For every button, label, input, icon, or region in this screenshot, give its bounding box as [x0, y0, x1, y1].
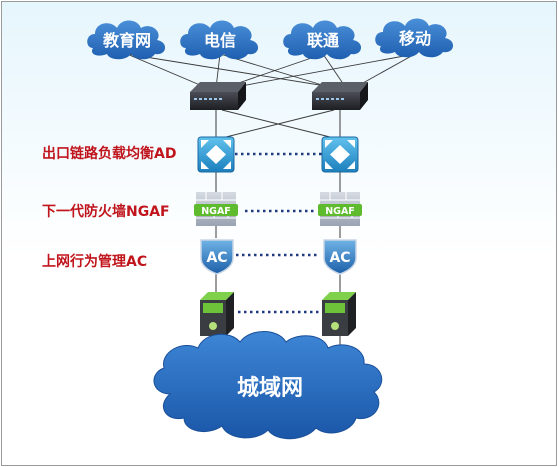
access-controller-badge-right: AC — [329, 250, 350, 266]
metro-network-label: 城域网 — [237, 375, 303, 401]
isp-cloud-4: 移动 — [375, 18, 454, 58]
isp-label-1: 教育网 — [103, 31, 151, 50]
isp-label-3: 联通 — [307, 31, 339, 50]
isp-label-2: 电信 — [204, 31, 236, 50]
access-controller-icon-right: AC — [323, 239, 357, 275]
isp-cloud-3: 联通 — [283, 20, 362, 60]
firewall-icon-left: NGAF — [194, 192, 238, 226]
switch-icon-left — [200, 292, 234, 336]
router-links — [215, 109, 341, 139]
load-balancer-icon-left — [197, 136, 235, 173]
access-controller-badge-left: AC — [206, 250, 227, 266]
isp-label-4: 移动 — [399, 29, 431, 48]
router-icon-left — [190, 82, 246, 110]
ha-links — [235, 152, 322, 314]
access-controller-icon-left: AC — [200, 239, 234, 275]
metro-network-cloud: 城域网 — [153, 331, 383, 440]
firewall-icon-right: NGAF — [318, 192, 362, 226]
isp-cloud-2: 电信 — [180, 20, 259, 60]
firewall-badge-left: NGAF — [201, 206, 231, 217]
load-balancer-icon-right — [321, 136, 359, 173]
layer-label-load-balancer: 出口链路负载均衡AD — [42, 145, 176, 162]
firewall-badge-right: NGAF — [325, 206, 355, 217]
isp-uplinks — [126, 53, 416, 89]
layer-label-access-controller: 上网行为管理AC — [42, 253, 147, 270]
switch-icon-right — [322, 292, 356, 336]
layer-label-firewall: 下一代防火墙NGAF — [42, 203, 170, 220]
isp-cloud-1: 教育网 — [87, 20, 166, 60]
router-icon-right — [312, 82, 368, 110]
